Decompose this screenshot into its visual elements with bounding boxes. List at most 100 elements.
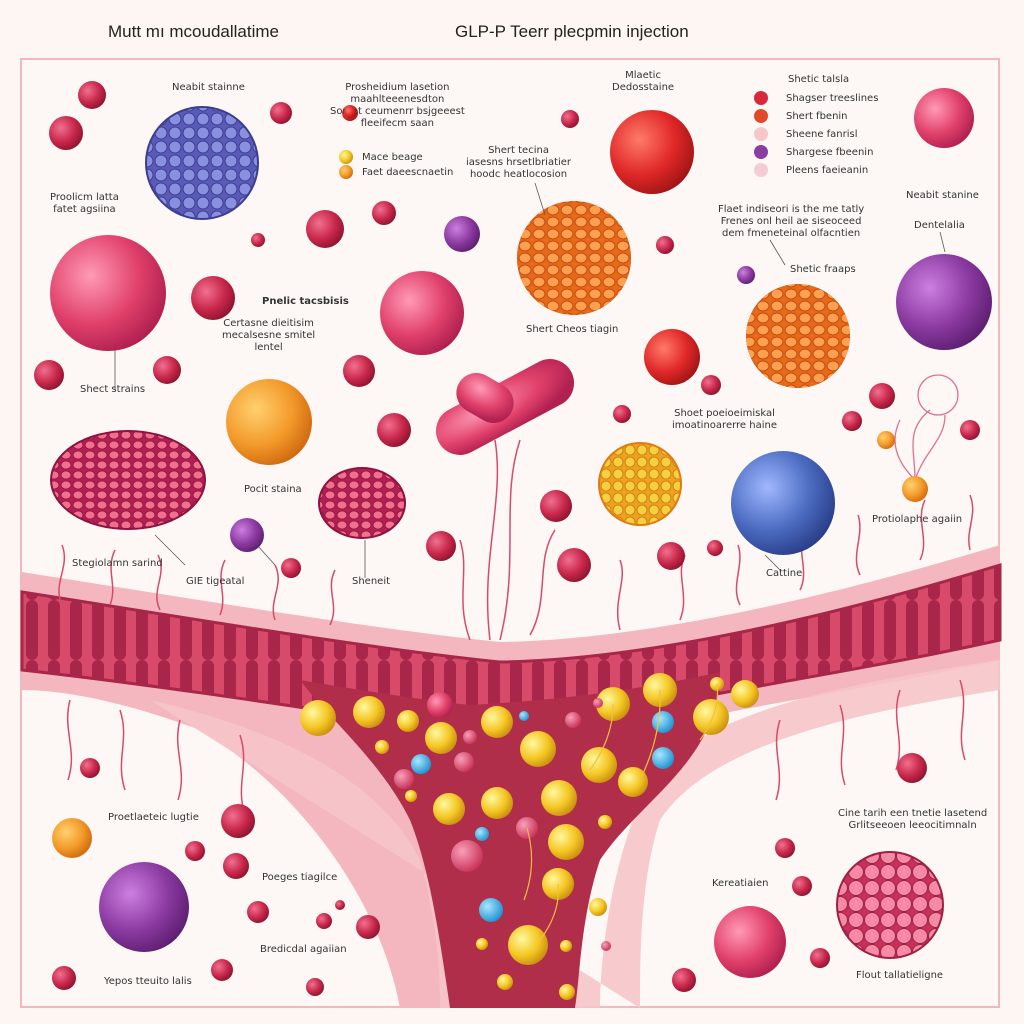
label-dentelalia: Dentelalia [914,220,965,231]
particle [375,740,389,754]
label-keracitaien: Kereatiaien [712,878,769,889]
label-gie-tagell: GIE tigeatal [186,576,245,587]
blue-sphere [731,451,835,555]
label-neubit-staine: Neabit stainne [172,82,245,93]
particle [672,968,696,992]
particle [52,966,76,990]
particle [701,375,721,395]
particle [397,710,419,732]
particle [427,692,453,718]
particle [897,753,927,783]
particle [270,102,292,124]
red-sphere-right [644,329,700,385]
label-pnehic: Pnelic tacsbisis [262,296,349,307]
particle [598,815,612,829]
particle [377,413,411,447]
particle [541,780,577,816]
particle [356,915,380,939]
pink-oval-cell [50,430,206,530]
title-left: Mutt mı mcoudallatime [108,22,279,41]
label-repos: Yepos tteuito lalis [104,976,192,987]
particle [618,767,648,797]
label-neubit-staine-right: Neabit stanine [906,190,979,201]
particle [731,680,759,708]
particle [372,201,396,225]
particle [960,420,980,440]
label-short-strains: Shect strains [80,384,146,395]
particle [479,898,503,922]
particle [353,696,385,728]
villi-hairs [58,439,974,816]
particle [652,747,674,769]
particle [707,540,723,556]
particle [540,490,572,522]
legend-swatch [754,145,768,159]
pink-sphere-mid [380,271,464,355]
purple-sphere-bottomleft [99,862,189,952]
particle [561,110,579,128]
legend-swatch [754,91,768,105]
particle [185,841,205,861]
berry-cluster-cell [836,851,944,959]
particle [657,542,685,570]
particle [557,548,591,582]
particle [80,758,100,778]
particle [601,941,611,951]
particle [476,938,488,950]
large-pink-cell [50,235,166,351]
outline-branch [894,374,959,502]
particle [451,840,483,872]
label-protiolactic: Proetlaeteic lugtie [108,812,199,823]
label-flout-tall: Flout tallatieligne [856,970,944,981]
particle [306,978,324,996]
particle [221,804,255,838]
legend-swatch [754,109,768,123]
orange-sphere-small [52,818,92,858]
particle [737,266,755,284]
particle [481,706,513,738]
thread-line [589,703,614,771]
particle [589,898,607,916]
particle [444,216,480,252]
label-posit-staine: Pocit staina [244,484,302,495]
blue-cluster-cell [145,106,259,220]
particle [775,838,795,858]
pill-capsule [435,359,575,455]
particle [411,754,431,774]
particle [520,731,556,767]
particle [475,827,489,841]
particle [652,711,674,733]
particle [281,558,301,578]
pink-sphere-topright [914,88,974,148]
particle [877,431,895,449]
orange-cluster-cell [517,201,631,315]
yellow-cluster-cell [598,442,682,526]
pink-oval-cell-small [318,467,406,539]
particle [247,901,269,923]
thread-line [699,683,719,741]
particle [426,531,456,561]
particle [869,383,895,409]
particle [565,712,581,728]
particle [78,81,106,109]
particle [548,824,584,860]
label-shetic-traps: Shetic fraaps [790,264,856,275]
label-poegies: Poeges tiagilce [262,872,338,883]
particle [153,356,181,384]
pink-sphere-bottomright [714,906,786,978]
particle [425,722,457,754]
label-shanit: Sheneit [352,576,391,587]
particle [343,355,375,387]
legend-swatch [754,163,768,177]
thread-line [639,689,661,781]
particle [316,913,332,929]
label-cattime: Cattine [766,568,803,579]
particle [792,876,812,896]
particle [306,210,344,248]
